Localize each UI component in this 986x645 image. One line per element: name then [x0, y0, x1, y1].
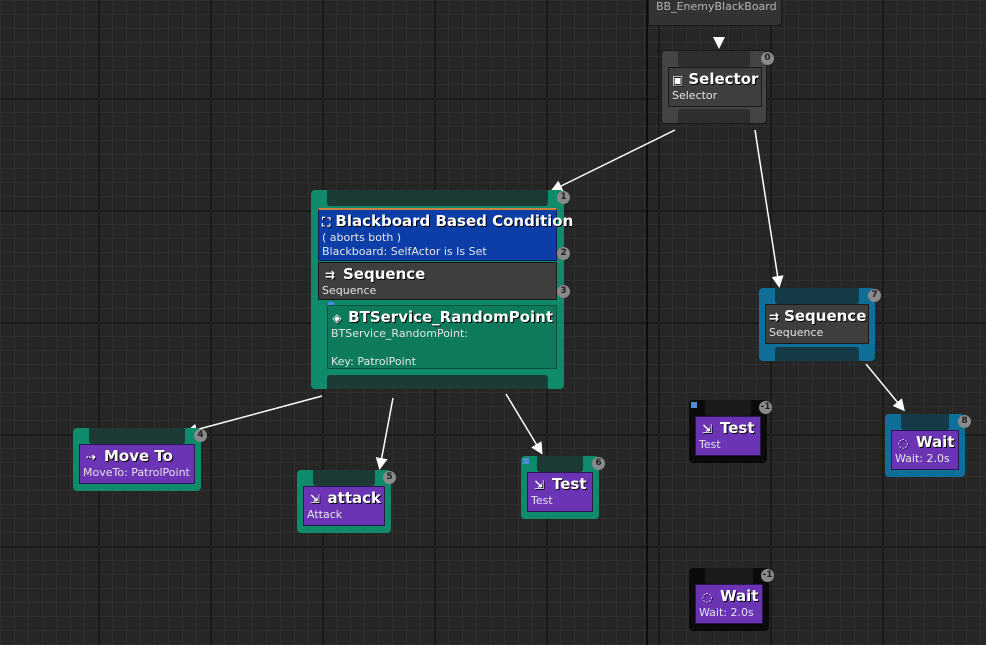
output-pin[interactable]	[775, 347, 859, 361]
node-title: Selector	[688, 70, 759, 88]
selector-node[interactable]: ▣ Selector Selector 0	[661, 50, 774, 124]
task-icon: ⇲	[701, 421, 713, 436]
execution-index-badge: 7	[868, 289, 881, 302]
sequence-node-right[interactable]: ⇉ Sequence Sequence 7	[759, 288, 881, 361]
orphan-wait-node[interactable]: ◌ Wait Wait: 2.0s -1	[689, 568, 774, 631]
execution-index-badge: 1	[557, 191, 570, 204]
wire-seqleft-attack	[375, 397, 394, 470]
task-card[interactable]: ⇲ Test Test	[527, 472, 593, 512]
execution-index-badge: 6	[592, 457, 605, 470]
decorator-title: Blackboard Based Condition	[335, 212, 574, 230]
input-pin[interactable]	[775, 288, 859, 304]
decorator-condition-text: Blackboard: SelfActor is Is Set	[322, 245, 487, 258]
move-to-node[interactable]: ⇢ Move To MoveTo: PatrolPoint 4	[73, 428, 207, 491]
service-line1: BTService_RandomPoint:	[331, 327, 468, 340]
task-title: Wait	[916, 433, 955, 451]
task-subtitle: MoveTo: PatrolPoint	[83, 466, 190, 479]
breakpoint-marker	[691, 402, 697, 408]
decorator-card[interactable]: ⛶ Blackboard Based Condition ( aborts bot…	[318, 208, 573, 261]
input-pin[interactable]	[537, 456, 583, 472]
wire-selector-seqright	[754, 129, 784, 288]
task-title: Test	[720, 419, 755, 437]
wait-icon: ◌	[701, 589, 713, 604]
blackboard-icon: ⛶	[322, 214, 331, 229]
task-icon: ⇲	[533, 477, 545, 492]
sequence-icon: ⇉	[769, 309, 780, 324]
breakpoint-marker	[523, 458, 529, 464]
selector-card[interactable]: ▣ Selector Selector	[668, 67, 762, 107]
task-card[interactable]: ◌ Wait Wait: 2.0s	[695, 584, 763, 624]
graph-divider	[646, 0, 648, 645]
sequence-title: Sequence	[343, 265, 426, 283]
task-card[interactable]: ⇲ attack Attack	[303, 486, 385, 526]
input-pin[interactable]	[705, 400, 751, 416]
task-icon: ⇲	[309, 491, 320, 506]
execution-index-badge: -1	[759, 401, 772, 414]
wait-icon: ◌	[897, 435, 909, 450]
root-blackboard-label: BB_EnemyBlackBoard	[656, 0, 777, 13]
service-title: BTService_RandomPoint	[348, 308, 553, 326]
output-pin[interactable]	[678, 109, 750, 123]
decorator-abort-text: ( aborts both )	[322, 231, 402, 244]
task-title: attack	[327, 489, 381, 507]
task-title: Wait	[720, 587, 759, 605]
sequence-card[interactable]: ⇉ Sequence Sequence	[318, 262, 557, 300]
sequence-subtitle: Sequence	[769, 326, 824, 339]
wire-selector-seqleft	[550, 129, 676, 192]
execution-index-badge: -1	[761, 569, 774, 582]
attack-node[interactable]: ⇲ attack Attack 5	[297, 470, 396, 533]
input-pin[interactable]	[678, 51, 750, 67]
task-subtitle: Attack	[307, 508, 343, 521]
root-node[interactable]: BB_EnemyBlackBoard	[648, 0, 782, 26]
sequence-card[interactable]: ⇉ Sequence Sequence	[765, 304, 869, 344]
service-card[interactable]: ◈ BTService_RandomPoint BTService_RandomP…	[327, 305, 557, 369]
execution-index-badge: 8	[958, 415, 971, 428]
input-pin[interactable]	[327, 190, 548, 206]
task-subtitle: Wait: 2.0s	[699, 606, 754, 619]
task-title: Test	[552, 475, 587, 493]
decorator-index-badge: 2	[557, 247, 570, 260]
task-card[interactable]: ◌ Wait Wait: 2.0s	[891, 430, 959, 470]
task-subtitle: Test	[531, 494, 553, 507]
wait-node[interactable]: ◌ Wait Wait: 2.0s 8	[885, 414, 971, 477]
sequence-node-left[interactable]: 1 ⛶ Blackboard Based Condition ( aborts b…	[311, 190, 573, 389]
wire-seqright-wait	[865, 363, 905, 412]
service-key-text: Key: PatrolPoint	[331, 355, 416, 368]
input-pin[interactable]	[705, 568, 753, 584]
task-subtitle: Test	[699, 438, 721, 451]
wire-seqleft-moveto	[185, 395, 323, 436]
task-card[interactable]: ⇢ Move To MoveTo: PatrolPoint	[79, 444, 195, 484]
execution-index-badge: 0	[761, 52, 774, 65]
sequence-icon: ⇉	[324, 267, 336, 282]
input-pin[interactable]	[901, 414, 949, 430]
service-icon: ◈	[332, 310, 342, 325]
input-pin[interactable]	[89, 428, 185, 444]
test-node[interactable]: ⇲ Test Test 6	[521, 456, 605, 519]
wire-seqleft-test	[505, 393, 543, 455]
task-card[interactable]: ⇲ Test Test	[695, 416, 761, 456]
execution-index-badge: 4	[194, 429, 207, 442]
input-pin[interactable]	[313, 470, 375, 486]
sequence-title: Sequence	[784, 307, 867, 325]
move-to-icon: ⇢	[85, 449, 97, 464]
sequence-subtitle: Sequence	[322, 284, 377, 297]
selector-icon: ▣	[672, 72, 684, 87]
sequence-index-badge: 3	[557, 285, 570, 298]
output-pin[interactable]	[327, 375, 548, 389]
orphan-test-node[interactable]: ⇲ Test Test -1	[689, 400, 772, 463]
task-title: Move To	[104, 447, 173, 465]
task-subtitle: Wait: 2.0s	[895, 452, 950, 465]
execution-index-badge: 5	[383, 471, 396, 484]
node-subtitle: Selector	[672, 89, 718, 102]
